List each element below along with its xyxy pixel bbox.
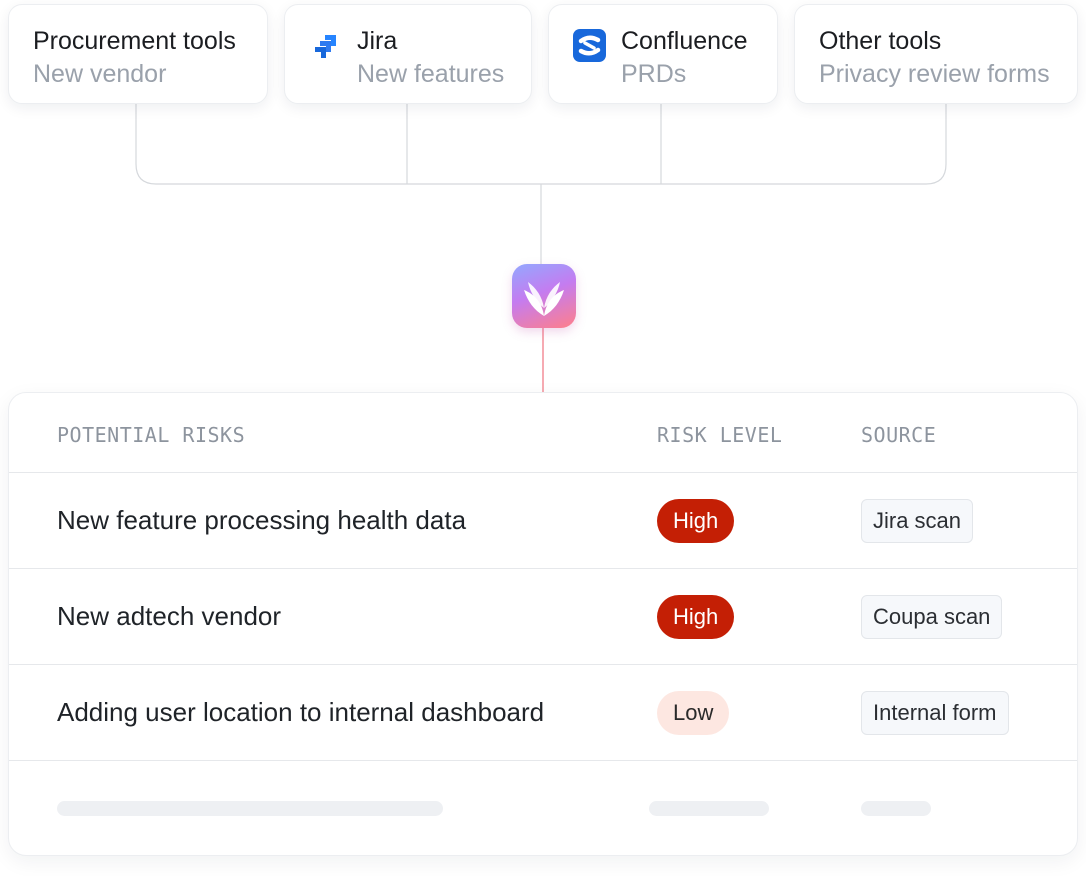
risk-level-badge: Low <box>657 691 730 735</box>
source-tag: Internal form <box>861 691 1009 735</box>
source-card-confluence: Confluence PRDs <box>548 4 778 104</box>
source-card-other: Other tools Privacy review forms <box>794 4 1078 104</box>
placeholder-bar <box>861 801 931 816</box>
risk-level-badge: High <box>657 595 735 639</box>
jira-icon <box>315 35 336 58</box>
risk-name: New feature processing health data <box>57 505 467 535</box>
source-card-title: Confluence <box>621 27 748 55</box>
app-logo-icon <box>512 264 576 328</box>
source-tag: Coupa scan <box>861 595 1003 639</box>
column-header-level: RISK LEVEL <box>657 423 783 447</box>
table-row[interactable]: New adtech vendor High Coupa scan <box>9 568 1077 664</box>
placeholder-bar <box>57 801 443 816</box>
placeholder-bar <box>649 801 769 816</box>
column-header-source: SOURCE <box>861 423 937 447</box>
risks-table: POTENTIAL RISKS RISK LEVEL SOURCE New fe… <box>8 392 1078 856</box>
source-card-subtitle: New vendor <box>33 60 167 88</box>
source-card-jira: Jira New features <box>284 4 532 104</box>
risk-name: Adding user location to internal dashboa… <box>57 697 545 727</box>
source-card-title: Procurement tools <box>33 27 236 55</box>
risk-level-badge: High <box>657 499 735 543</box>
risk-name: New adtech vendor <box>57 601 282 631</box>
placeholder-row <box>9 760 1077 855</box>
source-card-title: Other tools <box>819 27 942 55</box>
connector-lines <box>135 104 947 392</box>
table-row[interactable]: Adding user location to internal dashboa… <box>9 664 1077 760</box>
confluence-icon <box>573 29 606 62</box>
source-tag: Jira scan <box>861 499 974 543</box>
source-card-title: Jira <box>357 27 398 55</box>
source-card-subtitle: New features <box>357 60 505 88</box>
table-row[interactable]: New feature processing health data High … <box>9 472 1077 568</box>
source-card-subtitle: PRDs <box>621 60 687 88</box>
source-card-subtitle: Privacy review forms <box>819 60 1050 88</box>
column-header-risks: POTENTIAL RISKS <box>57 423 246 447</box>
source-card-procurement: Procurement tools New vendor <box>8 4 268 104</box>
